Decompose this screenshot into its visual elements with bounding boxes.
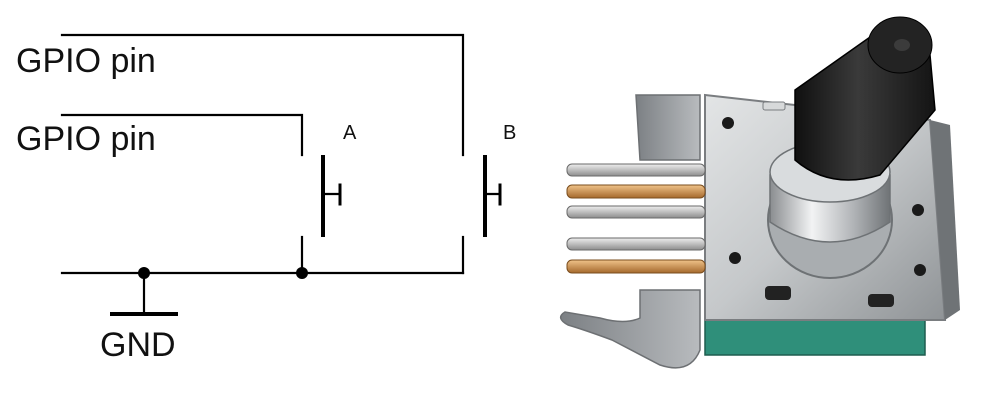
pin-silver [566,237,706,251]
mounting-tab-top [635,94,701,161]
encoder-base [704,317,926,356]
switch-b-label: B [503,122,516,144]
pin-silver [566,163,706,177]
encoder-pins [566,163,706,274]
pin-gold [566,184,706,199]
rivet-hole [912,204,924,216]
gpio-label-bottom: GPIO pin [16,120,156,158]
rivet-hole [914,264,926,276]
housing-slot [765,286,791,300]
gpio-wire-bottom [60,113,304,157]
knob-shaft-hole [894,39,910,51]
housing-slot [762,101,786,111]
rotary-encoder-photo [559,16,960,369]
switch-a-label: A [343,122,357,144]
mounting-tab-bottom [559,289,701,369]
housing-side [930,120,960,320]
gpio-wire-top [60,33,465,157]
housing-slot [868,294,894,307]
pin-silver [566,205,706,219]
pin-gold [566,259,706,274]
switch-a [300,155,342,275]
schematic: GPIO pin GPIO pin A B GND [16,33,516,364]
rivet-hole [729,252,741,264]
rivet-hole [722,117,734,129]
ground-label: GND [100,326,176,364]
gpio-label-top: GPIO pin [16,42,156,80]
switch-b [461,155,502,275]
junction-dot-a [296,267,308,279]
